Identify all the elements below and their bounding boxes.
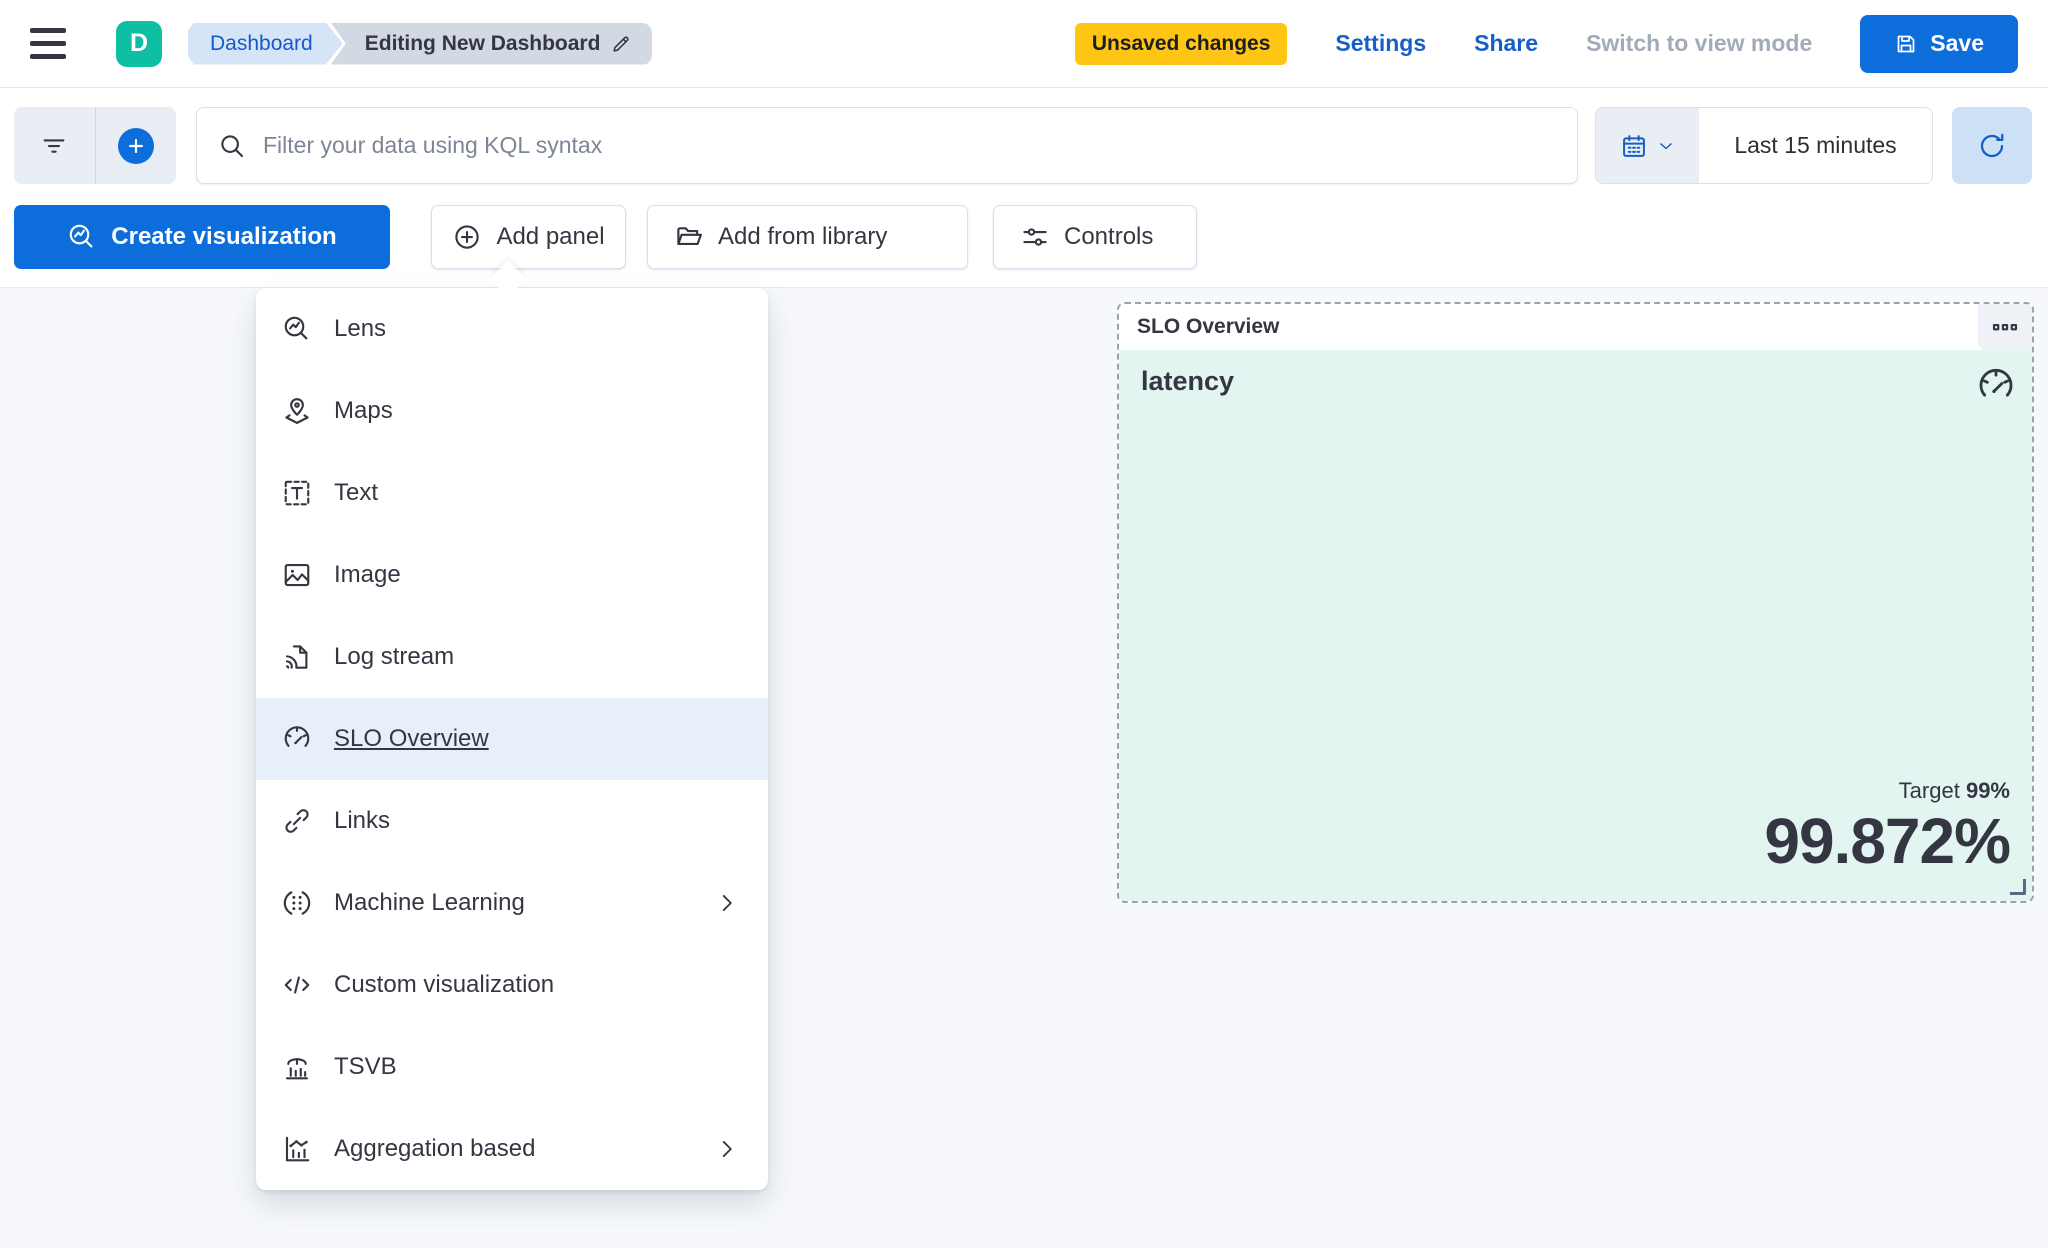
filter-icon [39,131,69,161]
tsvb-icon [282,1052,312,1082]
logstream-icon [282,642,312,672]
menu-hamburger-button[interactable] [0,0,72,88]
menu-item-maps[interactable]: Maps [256,370,768,452]
time-range-picker: Last 15 minutes [1595,107,1933,184]
share-link[interactable]: Share [1474,30,1539,56]
create-visualization-button[interactable]: Create visualization [14,205,390,269]
unsaved-changes-badge: Unsaved changes [1074,22,1288,65]
menu-item-links[interactable]: Links [256,780,768,862]
menu-item-lens[interactable]: Lens [256,288,768,370]
breadcrumb-current-page[interactable]: Editing New Dashboard [330,22,653,65]
calendar-icon [1620,132,1648,160]
settings-link[interactable]: Settings [1335,30,1427,56]
breadcrumb: Dashboard Editing New Dashboard [188,22,653,65]
chevron-right-icon [714,890,740,916]
folder-icon [674,222,704,252]
link-icon [282,806,312,836]
kql-search-container [196,107,1578,184]
boxes-horizontal-icon [1990,312,2020,342]
pencil-icon [610,33,632,55]
menu-item-log-stream[interactable]: Log stream [256,616,768,698]
plus-circle-icon [452,222,482,252]
lens-icon [282,314,312,344]
chevron-down-icon [1656,136,1676,156]
calendar-dropdown-button[interactable] [1596,108,1699,183]
add-panel-menu: Lens Maps Text Image Log stream SLO Over… [256,288,768,1190]
slo-target-value: 99% [1965,777,2010,803]
slo-icon [282,724,312,754]
panel-resize-handle[interactable] [2010,879,2026,895]
save-icon [1894,32,1918,56]
code-icon [282,970,312,1000]
time-range-value[interactable]: Last 15 minutes [1734,132,1897,158]
menu-item-tsvb[interactable]: TSVB [256,1026,768,1108]
dashboard-toolbar: Create visualization Add panel Add from … [0,198,2048,288]
sliders-icon [1020,222,1050,252]
menu-item-aggregation-based[interactable]: Aggregation based [256,1108,768,1190]
text-icon [282,478,312,508]
maps-icon [282,396,312,426]
plus-circle-icon [117,127,154,164]
top-navigation-bar: D Dashboard Editing New Dashboard Unsave… [0,0,2048,88]
chevron-right-icon [714,1136,740,1162]
save-button[interactable]: Save [1860,14,2018,73]
refresh-button[interactable] [1952,107,2032,184]
refresh-icon [1976,130,2008,162]
filter-menu-button[interactable] [14,107,95,184]
add-panel-button[interactable]: Add panel [431,205,626,269]
slo-overview-panel[interactable]: SLO Overview latency Target 99% 99.872% [1117,302,2034,903]
query-bar: Last 15 minutes [0,88,2048,198]
add-from-library-button[interactable]: Add from library [647,205,968,269]
menu-item-slo-overview[interactable]: SLO Overview [256,698,768,780]
kql-search-input[interactable] [263,132,1557,159]
filter-controls-group [14,107,176,184]
menu-item-text[interactable]: Text [256,452,768,534]
panel-header-title: SLO Overview [1137,315,1280,338]
controls-button[interactable]: Controls [993,205,1197,269]
switch-view-mode-link[interactable]: Switch to view mode [1586,30,1813,56]
agg-icon [282,1134,312,1164]
slo-stats: Target 99% 99.872% [1764,777,2011,877]
menu-item-machine-learning[interactable]: Machine Learning [256,862,768,944]
search-icon [217,131,247,161]
panel-options-button[interactable] [1978,304,2032,350]
menu-item-custom-visualization[interactable]: Custom visualization [256,944,768,1026]
slo-name: latency [1141,366,1235,396]
lens-icon [67,222,97,252]
menu-item-image[interactable]: Image [256,534,768,616]
breadcrumb-dashboard[interactable]: Dashboard [188,23,343,65]
slo-observed-value: 99.872% [1764,804,2011,877]
space-avatar[interactable]: D [116,20,162,67]
image-icon [282,560,312,590]
add-filter-button[interactable] [94,107,177,184]
slo-target-label: Target [1898,777,1960,803]
ml-icon [282,888,312,918]
slo-panel-body: latency Target 99% 99.872% [1119,350,2032,901]
panel-header[interactable]: SLO Overview [1119,304,2032,350]
gauge-icon [1976,366,2016,406]
